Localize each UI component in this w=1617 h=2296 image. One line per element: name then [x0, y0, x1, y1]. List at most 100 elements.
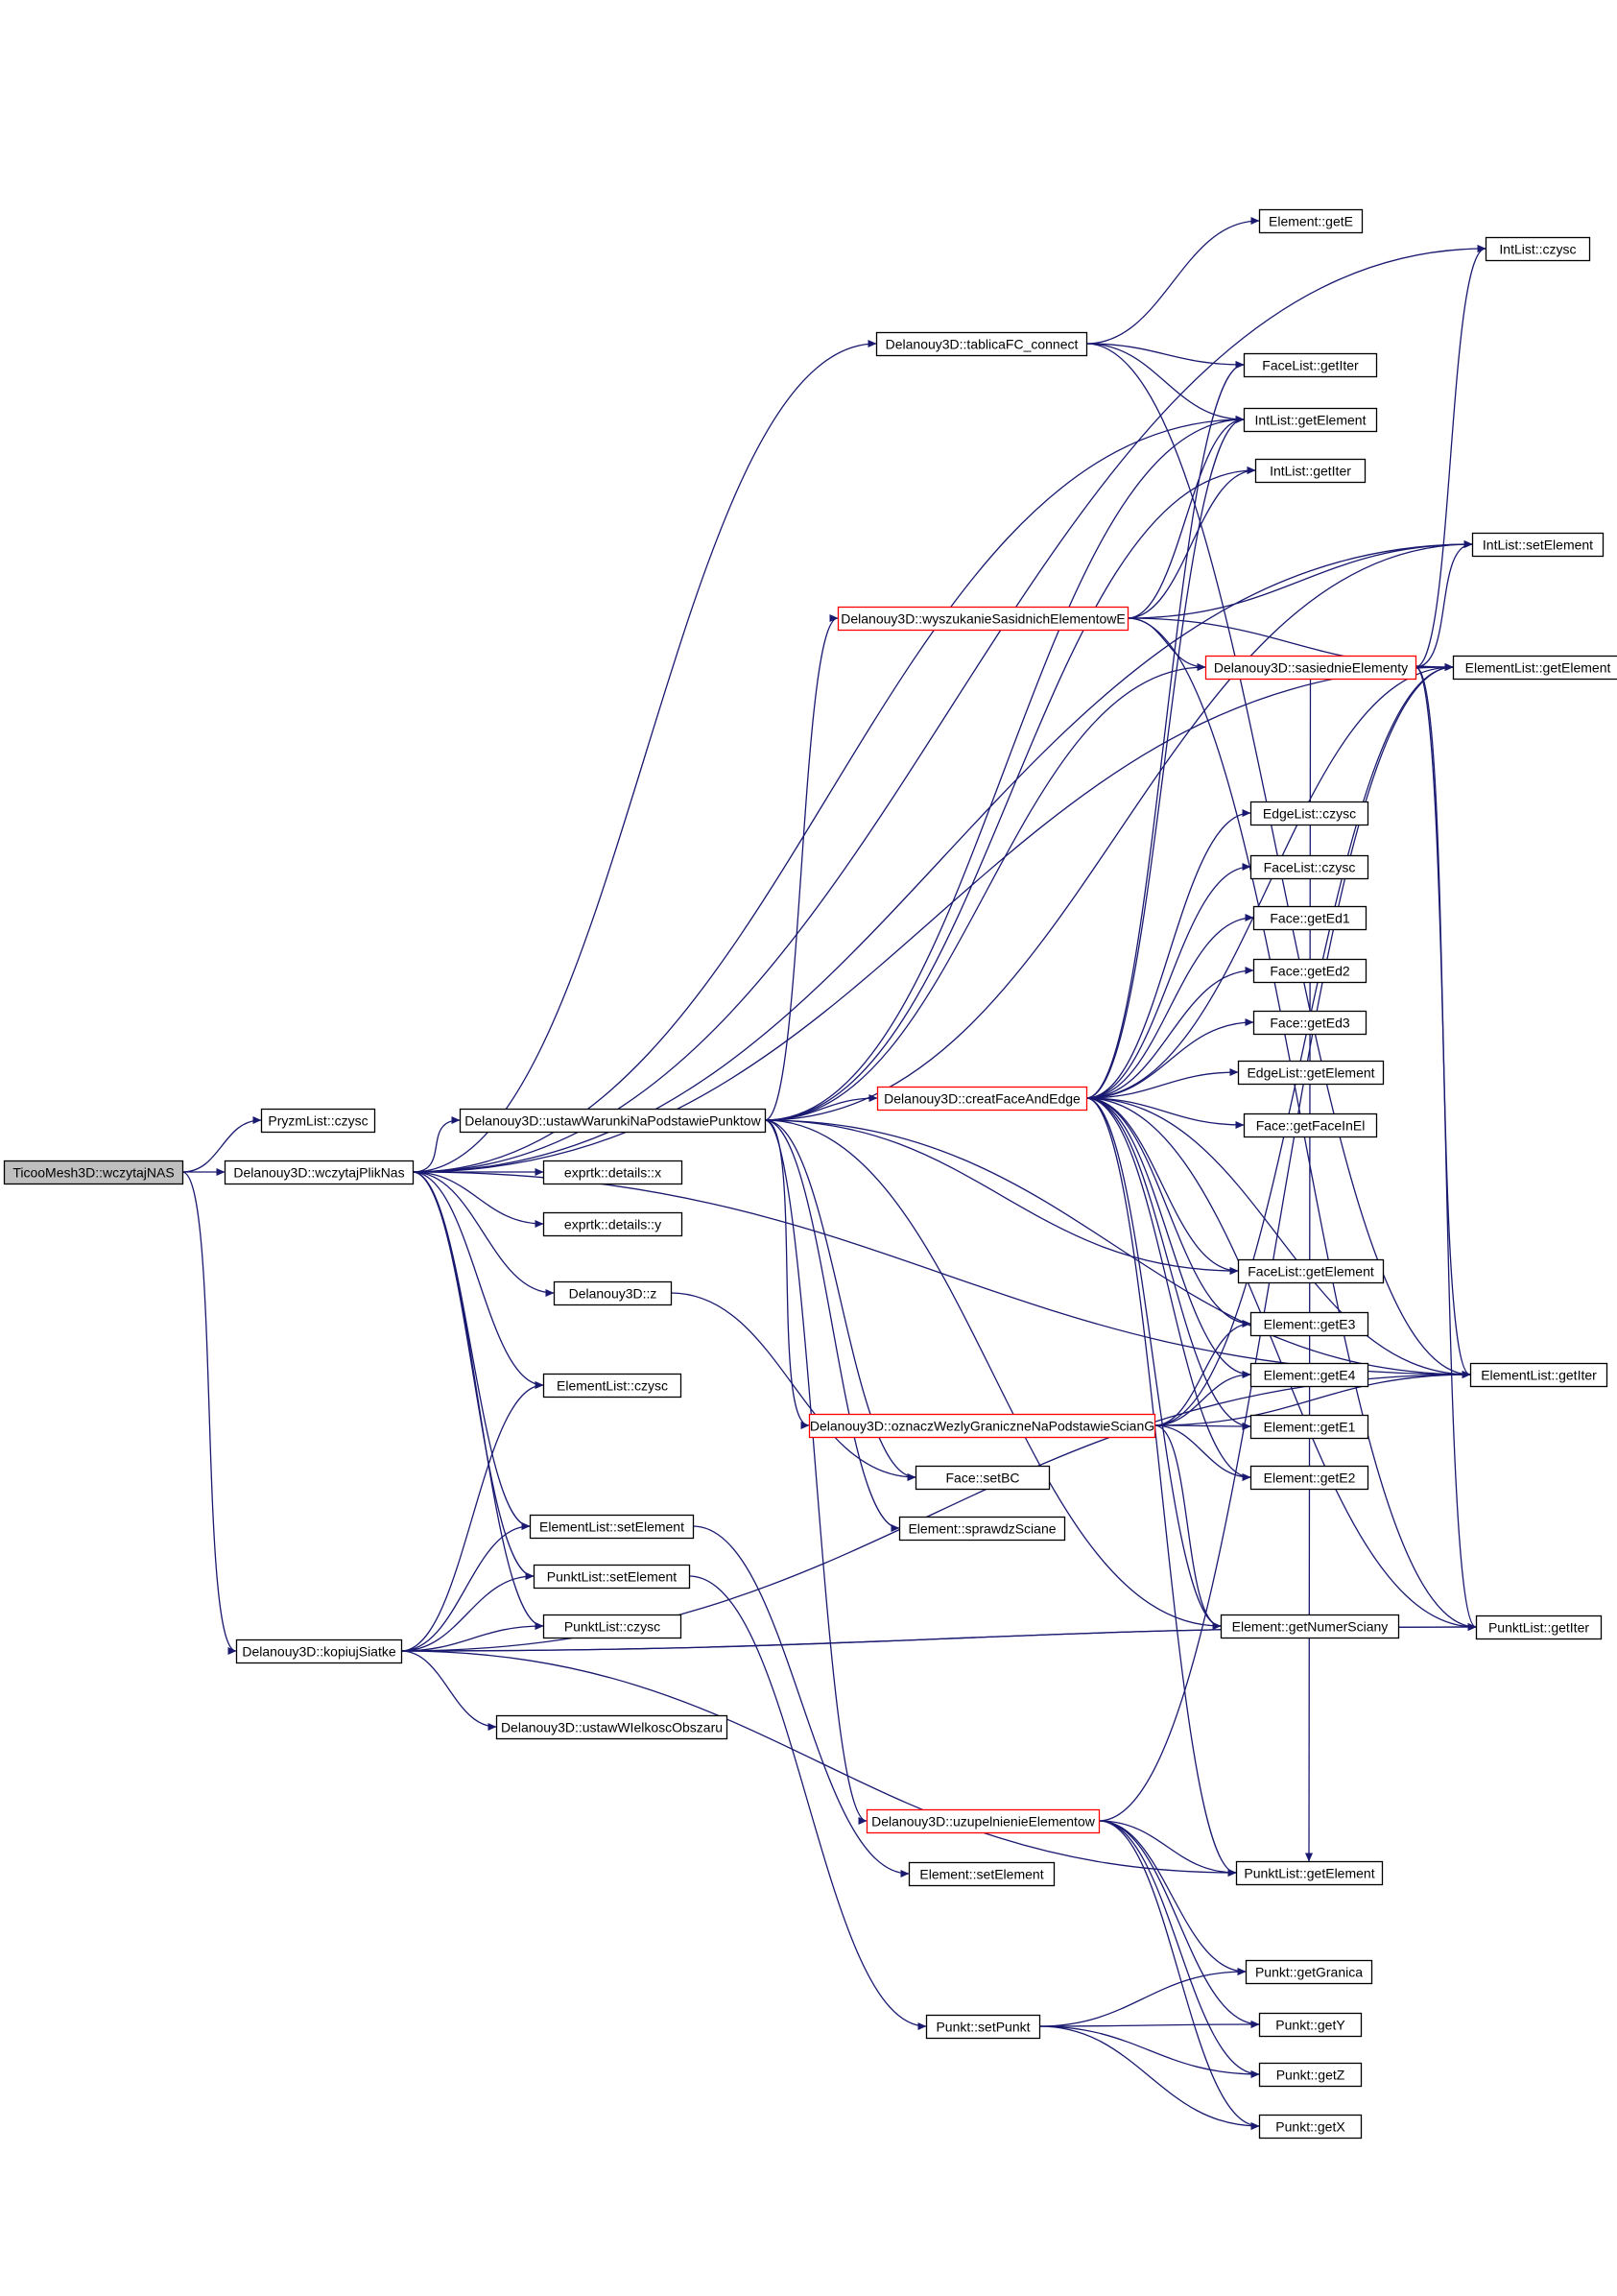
node-sasiednie[interactable]: Delanouy3D::sasiednieElementy — [1204, 655, 1417, 681]
edge-creatFace-to-getE2 — [1085, 1097, 1251, 1482]
edge-ustawWarunki-to-wyszukanie — [764, 614, 839, 1121]
node-il-getElement[interactable]: IntList::getElement — [1243, 407, 1378, 433]
node-ustawWarunki[interactable]: Delanouy3D::ustawWarunkiNaPodstawiePunkt… — [459, 1108, 767, 1134]
node-il-czysc[interactable]: IntList::czysc — [1485, 236, 1591, 262]
node-el-setElement[interactable]: ElementList::setElement — [529, 1514, 695, 1540]
edge-creatFace-to-edl-getElement — [1085, 1067, 1239, 1099]
edge-kopiujSiatke-to-el-czysc — [400, 1380, 544, 1652]
node-face-setBC[interactable]: Face::setBC — [915, 1465, 1051, 1491]
node-fl-getIter[interactable]: FaceList::getIter — [1243, 352, 1378, 378]
node-wyszukanie[interactable]: Delanouy3D::wyszukanieSasidnichElementow… — [837, 606, 1130, 632]
node-label: Delanouy3D::creatFaceAndEdge — [884, 1091, 1081, 1107]
edge-creatFace-to-getEd1 — [1085, 913, 1254, 1099]
node-creatFace[interactable]: Delanouy3D::creatFaceAndEdge — [876, 1086, 1088, 1112]
edge-creatFace-to-getNumerSciany — [1085, 1097, 1222, 1630]
node-label: Punkt::getX — [1275, 2119, 1345, 2135]
node-el-sprawdz[interactable]: Element::sprawdzSciane — [898, 1516, 1066, 1542]
node-box — [915, 1465, 1051, 1491]
node-getEd2[interactable]: Face::getEd2 — [1252, 958, 1367, 984]
edge-creatFace-to-fl-getIter — [1085, 361, 1245, 1099]
edge-setPunkt-to-getGranica — [1038, 1967, 1247, 2027]
node-box — [876, 1086, 1088, 1112]
node-getZ[interactable]: Punkt::getZ — [1258, 2062, 1363, 2088]
node-box — [1254, 458, 1367, 484]
edge-wyszukanie-to-sasiednie — [1127, 617, 1206, 672]
edge-sasiednie-to-pl-getIter — [1415, 666, 1477, 1631]
node-tablicaFC[interactable]: Delanouy3D::tablicaFC_connect — [875, 331, 1088, 357]
node-getEd3[interactable]: Face::getEd3 — [1252, 1010, 1367, 1036]
node-box — [1252, 905, 1367, 931]
node-box — [1249, 1311, 1369, 1337]
node-getEd1[interactable]: Face::getEd1 — [1252, 905, 1367, 931]
node-label: TicooMesh3D::wczytajNAS — [12, 1165, 174, 1181]
edge-kopiujSiatke-to-el-setElement — [400, 1521, 531, 1652]
node-getNumerSciany[interactable]: Element::getNumerSciany — [1220, 1614, 1400, 1639]
node-el-getElement[interactable]: ElementList::getElement — [1452, 655, 1617, 681]
edge-tablicaFC-to-getE — [1085, 216, 1260, 345]
edge-wczytajPlikNas-to-tablicaFC — [412, 339, 877, 1173]
node-label: FaceList::getIter — [1262, 358, 1359, 373]
node-getX[interactable]: Punkt::getX — [1258, 2114, 1363, 2140]
edge-oznacz-to-el-getElement — [1153, 662, 1454, 1426]
edge-sasiednie-to-il-setElement — [1415, 539, 1473, 668]
node-edl-getElement[interactable]: EdgeList::getElement — [1237, 1060, 1385, 1086]
node-label: Element::getE3 — [1264, 1317, 1356, 1332]
node-getE4[interactable]: Element::getE4 — [1249, 1362, 1369, 1388]
node-label: ElementList::czysc — [557, 1378, 668, 1394]
edge-uzupelnienie-to-el-getElement — [1098, 663, 1454, 1822]
node-el-czysc[interactable]: ElementList::czysc — [542, 1373, 682, 1399]
edge-creatFace-to-getE4 — [1085, 1097, 1251, 1379]
node-box — [925, 2014, 1041, 2040]
node-exprtk-x[interactable]: exprtk::details::x — [542, 1160, 683, 1185]
node-getY[interactable]: Punkt::getY — [1258, 2012, 1363, 2038]
node-ustawWielkosc[interactable]: Delanouy3D::ustawWIelkoscObszaru — [495, 1714, 728, 1740]
node-oznacz[interactable]: Delanouy3D::oznaczWezlyGraniczneNaPodsta… — [808, 1413, 1156, 1439]
edge-ustawWarunki-to-face-setBC — [764, 1119, 916, 1482]
node-getE1[interactable]: Element::getE1 — [1249, 1414, 1369, 1440]
node-pl-getIter[interactable]: PunktList::getIter — [1475, 1614, 1603, 1640]
edge-ustawWarunki-to-el-getIter — [764, 1119, 1471, 1379]
node-getGranica[interactable]: Punkt::getGranica — [1245, 1959, 1373, 1985]
node-label: IntList::getIter — [1270, 464, 1351, 479]
node-edl-czysc[interactable]: EdgeList::czysc — [1249, 801, 1369, 826]
node-getFaceInEl[interactable]: Face::getFaceInEl — [1243, 1112, 1378, 1138]
node-delz[interactable]: Delanouy3D::z — [553, 1280, 673, 1306]
node-getE[interactable]: Element::getE — [1258, 208, 1364, 234]
edge-delz-to-face-setBC — [670, 1292, 916, 1482]
edge-wyszukanie-to-il-getElement — [1127, 415, 1245, 619]
node-pl-getElement[interactable]: PunktList::getElement — [1235, 1860, 1384, 1886]
edge-kopiujSiatke-to-pl-getElement — [400, 1650, 1237, 1877]
node-label: Punkt::getGranica — [1255, 1965, 1363, 1980]
edge-oznacz-to-getE3 — [1153, 1319, 1251, 1426]
node-kopiujSiatke[interactable]: Delanouy3D::kopiujSiatke — [235, 1638, 403, 1664]
node-root[interactable]: TicooMesh3D::wczytajNAS — [3, 1160, 184, 1185]
node-box — [260, 1108, 376, 1134]
node-il-getIter[interactable]: IntList::getIter — [1254, 458, 1367, 484]
edge-oznacz-to-el-getIter — [1153, 1370, 1471, 1426]
edge-uzupelnienie-to-getY — [1098, 1820, 1260, 2029]
node-fl-getElement[interactable]: FaceList::getElement — [1237, 1258, 1385, 1284]
node-exprtk-y[interactable]: exprtk::details::y — [542, 1211, 683, 1237]
node-pryzm-czysc[interactable]: PryzmList::czysc — [260, 1108, 376, 1134]
node-el-setElement2[interactable]: Element::setElement — [908, 1861, 1056, 1887]
node-getE3[interactable]: Element::getE3 — [1249, 1311, 1369, 1337]
node-il-setElement[interactable]: IntList::setElement — [1471, 532, 1605, 558]
node-getE2[interactable]: Element::getE2 — [1249, 1465, 1369, 1491]
node-setPunkt[interactable]: Punkt::setPunkt — [925, 2014, 1041, 2040]
node-label: IntList::czysc — [1499, 242, 1576, 257]
node-el-getIter[interactable]: ElementList::getIter — [1469, 1362, 1608, 1388]
node-fl-czysc[interactable]: FaceList::czysc — [1249, 854, 1369, 880]
node-label: Element::sprawdzSciane — [908, 1521, 1056, 1537]
node-label: Element::getE1 — [1264, 1420, 1356, 1435]
node-uzupelnienie[interactable]: Delanouy3D::uzupelnienieElementow — [866, 1808, 1101, 1834]
node-wczytajPlikNas[interactable]: Delanouy3D::wczytajPlikNas — [224, 1160, 415, 1185]
edge-kopiujSiatke-to-ustawWielkosc — [400, 1650, 497, 1732]
node-pl-czysc[interactable]: PunktList::czysc — [542, 1614, 682, 1639]
node-pl-setElement[interactable]: PunktList::setElement — [533, 1564, 691, 1590]
edge-creatFace-to-edl-czysc — [1085, 808, 1251, 1099]
node-label: FaceList::getElement — [1248, 1264, 1374, 1280]
node-box — [908, 1861, 1056, 1887]
node-label: PryzmList::czysc — [268, 1113, 368, 1129]
node-box — [1204, 655, 1417, 681]
